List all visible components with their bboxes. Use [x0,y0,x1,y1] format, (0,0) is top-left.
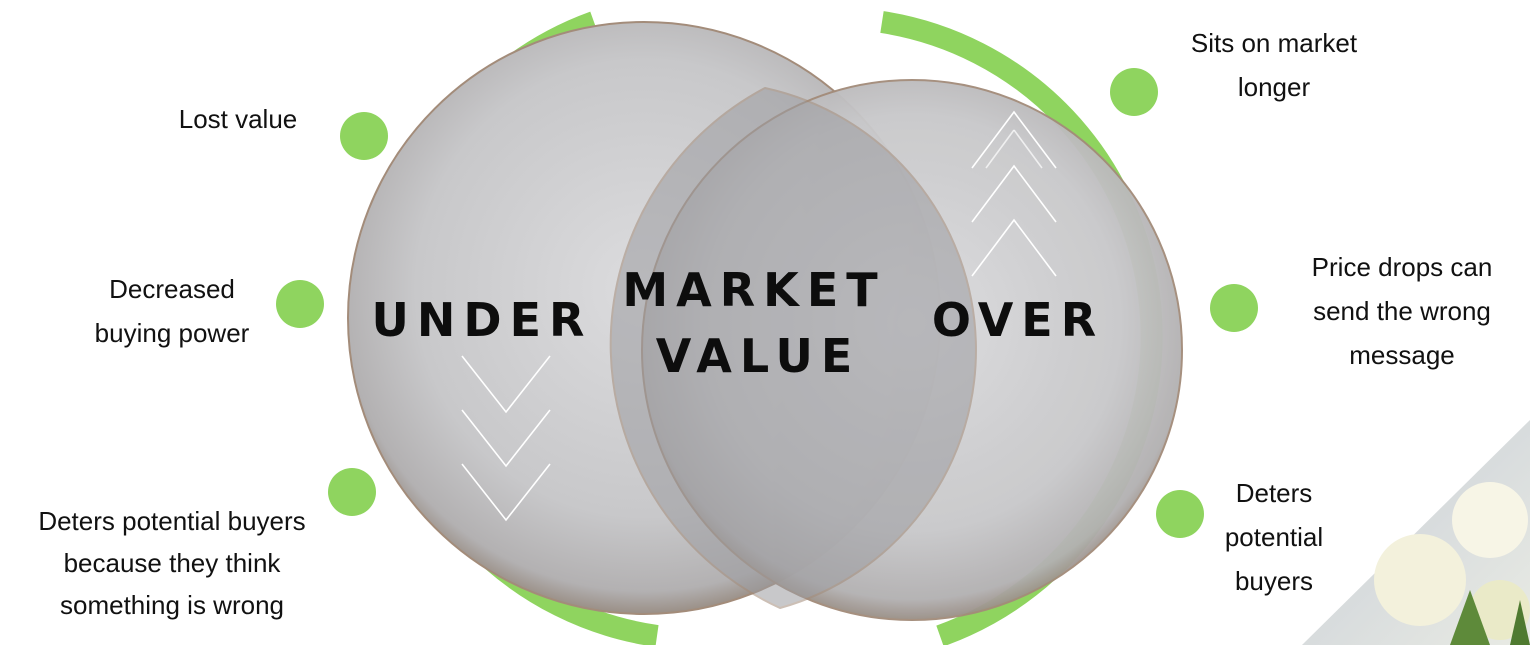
over-point-middle-line2: send the wrong [1313,296,1491,326]
over-knob-bottom [1156,490,1204,538]
over-point-top-line2: longer [1238,72,1311,102]
under-knob-bottom [328,468,376,516]
flower-photo [1302,420,1530,645]
center-label-line1: MARKET [622,263,885,317]
over-point-top-line1: Sits on market [1191,28,1358,58]
over-knob-top [1110,68,1158,116]
over-point-bottom-line2: potential [1225,522,1323,552]
under-label: UNDER [372,293,593,347]
center-label-line2: VALUE [656,329,861,383]
over-point-bottom-line1: Deters [1236,478,1313,508]
under-point-middle-line1: Decreased [109,274,235,304]
over-point-bottom-line3: buyers [1235,566,1313,596]
under-knob-middle [276,280,324,328]
under-point-bottom-line2: because they think [64,548,282,578]
over-knob-middle [1210,284,1258,332]
up-chevrons-icon [971,110,1057,277]
down-chevrons-icon [461,355,551,522]
over-label: OVER [932,293,1104,347]
flower-photo [1510,600,1530,645]
over-point-middle-line1: Price drops can [1312,252,1493,282]
over-point-middle-line3: message [1349,340,1455,370]
flower-photo [1374,534,1466,626]
under-point-top: Lost value [179,104,298,134]
under-point-middle-line2: buying power [95,318,250,348]
under-point-bottom-line1: Deters potential buyers [38,506,305,536]
flower-photo [1450,590,1490,645]
market-value-overlap [609,86,977,610]
under-point-bottom-line3: something is wrong [60,590,284,620]
flower-photo [1452,482,1528,558]
under-knob-top [340,112,388,160]
